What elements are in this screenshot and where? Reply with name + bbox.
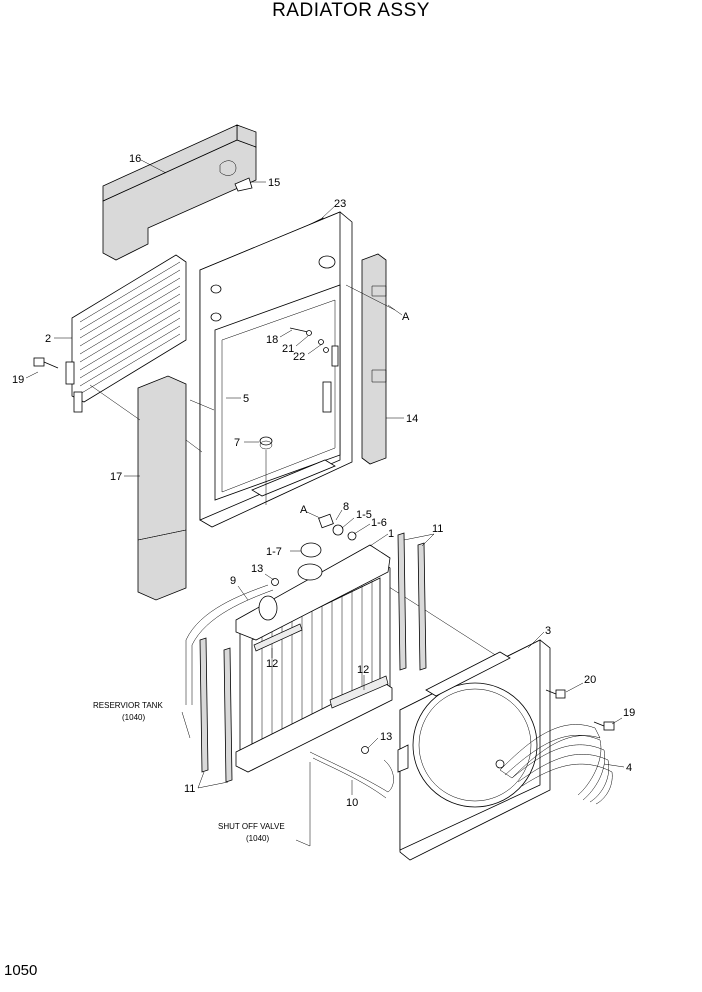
callout-1: 1 bbox=[388, 528, 394, 540]
callout-2: 2 bbox=[45, 333, 51, 345]
part-20-bolt bbox=[545, 689, 566, 699]
part-12-seal-lower bbox=[329, 675, 389, 709]
callout-23: 23 bbox=[334, 198, 346, 210]
callout-15: 15 bbox=[268, 177, 280, 189]
part-16-top-foam bbox=[102, 124, 257, 261]
callout-11-bottom: 11 bbox=[184, 783, 195, 795]
part-1-7-cap bbox=[300, 542, 322, 558]
part-4-fan-guard bbox=[495, 724, 613, 805]
parts-18-21-22-bolts bbox=[289, 327, 329, 353]
callout-14: 14 bbox=[406, 413, 418, 425]
reference-notes: RESERVIOR TANK (1040) SHUT OFF VALVE (10… bbox=[93, 701, 285, 843]
callout-21: 21 bbox=[282, 343, 294, 355]
part-12-seal-upper bbox=[253, 623, 303, 652]
part-9-reservoir-hose bbox=[185, 584, 274, 705]
part-5-shroud bbox=[199, 211, 353, 528]
callout-1-5: 1-5 bbox=[356, 509, 372, 521]
part-17-left-foam bbox=[137, 375, 187, 601]
callout-19-right: 19 bbox=[623, 707, 635, 719]
page-title: RADIATOR ASSY bbox=[272, 0, 430, 21]
part-1-5-plug bbox=[332, 524, 344, 536]
part-13-grommet-lower bbox=[361, 746, 369, 754]
callout-1-6: 1-6 bbox=[371, 517, 387, 529]
part-15-clip bbox=[234, 177, 253, 192]
part-11-seals-left bbox=[199, 637, 233, 783]
page-number: 1050 bbox=[4, 962, 38, 979]
callout-10: 10 bbox=[346, 797, 358, 809]
part-1-6-valve bbox=[347, 531, 357, 541]
part-8-fitting bbox=[318, 513, 334, 529]
callout-9: 9 bbox=[230, 575, 236, 587]
part-2-oil-cooler bbox=[65, 254, 187, 413]
callout-13-top: 13 bbox=[251, 563, 263, 575]
part-7-grommet bbox=[259, 436, 273, 505]
callout-a-bottom: A bbox=[300, 504, 308, 516]
callout-4: 4 bbox=[626, 762, 632, 774]
callout-18: 18 bbox=[266, 334, 278, 346]
part-19-bolt-left bbox=[33, 357, 59, 369]
callout-leaders bbox=[25, 159, 625, 847]
callout-8: 8 bbox=[343, 501, 349, 513]
part-1-radiator bbox=[235, 544, 393, 773]
part-3-fan-shroud bbox=[397, 639, 551, 861]
note-reservoir-tank: RESERVIOR TANK bbox=[93, 701, 163, 710]
part-11-seals-right bbox=[397, 532, 427, 671]
callout-a-top: A bbox=[402, 311, 410, 323]
callout-7: 7 bbox=[234, 437, 240, 449]
callout-3: 3 bbox=[545, 625, 551, 637]
callout-12-left: 12 bbox=[266, 658, 278, 670]
part-19-bolt-right bbox=[593, 721, 615, 731]
callout-1-7: 1-7 bbox=[266, 546, 282, 558]
callout-20: 20 bbox=[584, 674, 596, 686]
callout-19-left: 19 bbox=[12, 374, 24, 386]
callout-13-bottom: 13 bbox=[380, 731, 392, 743]
callout-12-right: 12 bbox=[357, 664, 369, 676]
note-shut-off-ref: (1040) bbox=[246, 834, 269, 843]
part-14-right-foam bbox=[361, 253, 387, 465]
callout-11-top: 11 bbox=[432, 523, 443, 535]
callout-5: 5 bbox=[243, 393, 249, 405]
callout-labels: 16 15 23 A 2 18 21 22 19 5 14 7 17 A 8 1… bbox=[12, 153, 635, 809]
callout-16: 16 bbox=[129, 153, 141, 165]
part-13-grommet-upper bbox=[271, 578, 279, 586]
callout-17: 17 bbox=[110, 471, 122, 483]
part-10-drain-hose bbox=[309, 751, 394, 799]
note-reservoir-ref: (1040) bbox=[122, 713, 145, 722]
note-shut-off-valve: SHUT OFF VALVE bbox=[218, 822, 285, 831]
callout-22: 22 bbox=[293, 351, 305, 363]
